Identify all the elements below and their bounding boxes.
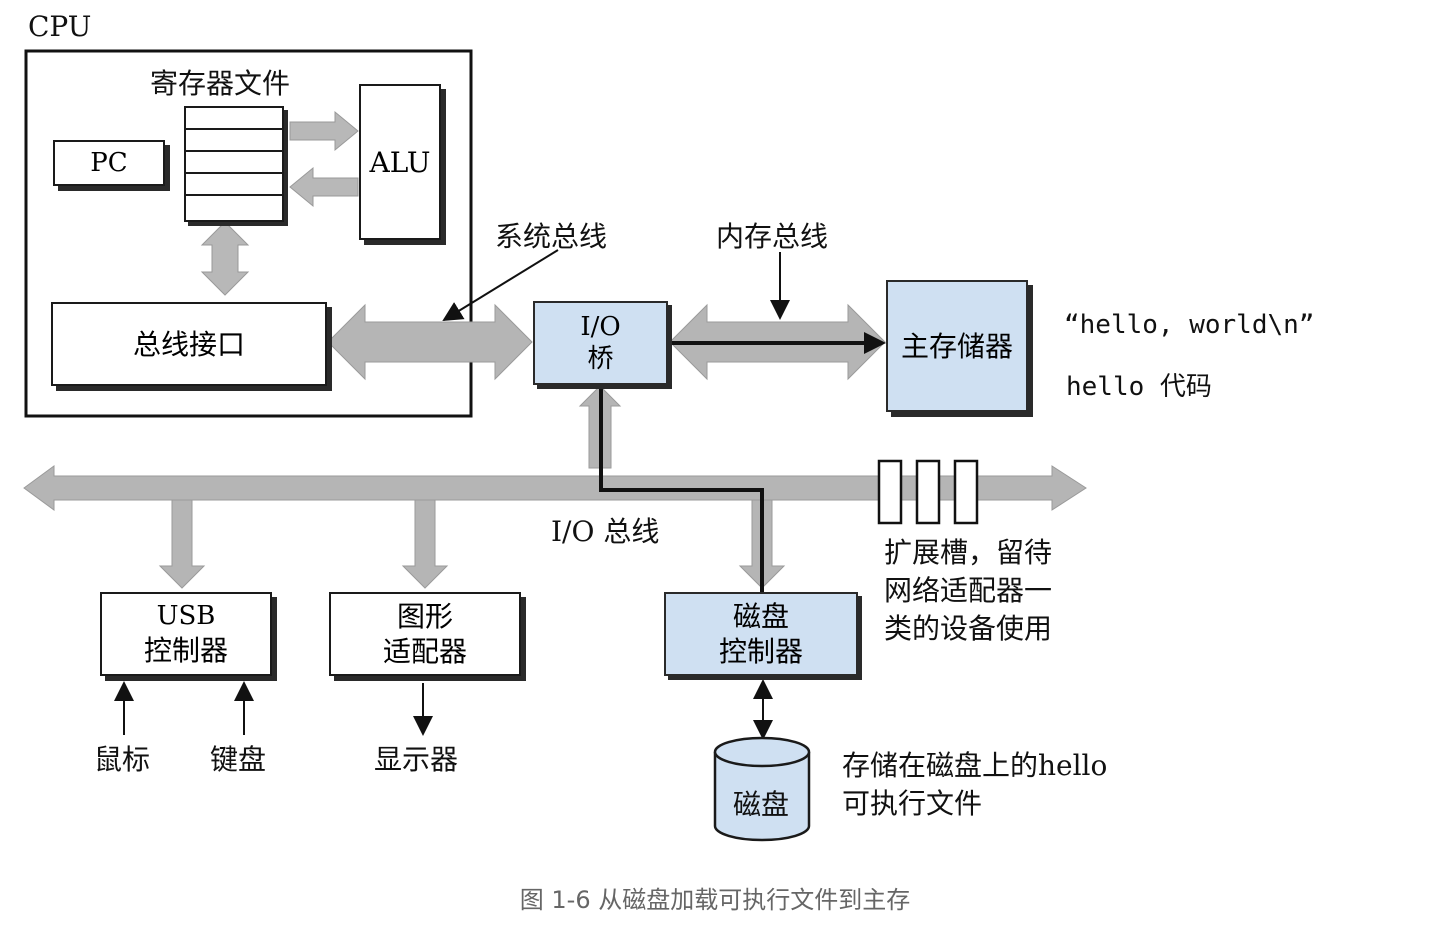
disk-label: 磁盘 xyxy=(733,788,790,821)
expansion-slot xyxy=(915,459,941,525)
memory-bus-label: 内存总线 xyxy=(716,220,829,253)
display-label: 显示器 xyxy=(374,743,459,776)
expansion-note-line: 扩展槽，留待 xyxy=(884,536,1053,569)
io-bus xyxy=(23,465,1087,511)
system-bus-label: 系统总线 xyxy=(495,220,608,253)
expansion-slot-note: 扩展槽，留待 网络适配器一 类的设备使用 xyxy=(884,534,1104,648)
regfile-bus-interface-arrow xyxy=(200,221,250,296)
main-memory-label: 主存储器 xyxy=(900,329,1013,363)
pc-register: PC xyxy=(53,140,165,186)
disk-note-line2: 可执行文件 xyxy=(842,787,983,820)
pc-label: PC xyxy=(90,147,128,178)
expansion-slot xyxy=(953,459,979,525)
register-file-label: 寄存器文件 xyxy=(150,67,291,100)
bus-interface-label: 总线接口 xyxy=(132,327,245,361)
io-bridge: I/O 桥 xyxy=(533,301,668,385)
cpu-outline xyxy=(24,49,473,418)
graphics-line2: 适配器 xyxy=(382,635,467,668)
io-bridge-line2: 桥 xyxy=(587,344,614,374)
alu-label: ALU xyxy=(369,145,431,179)
expansion-note-line: 类的设备使用 xyxy=(884,612,1053,645)
bus-interface: 总线接口 xyxy=(51,302,327,386)
system-bus xyxy=(327,303,533,381)
memory-content-code: hello 代码 xyxy=(1066,372,1212,402)
system-bus-pointer xyxy=(442,249,559,322)
load-path-arrowhead xyxy=(864,332,886,354)
load-path xyxy=(599,341,870,592)
figure-caption: 图 1-6 从磁盘加载可执行文件到主存 xyxy=(519,886,911,914)
io-bridge-line1: I/O xyxy=(580,311,621,342)
cpu-title: CPU xyxy=(28,10,92,43)
register-file xyxy=(184,106,284,222)
disk-controller-line1: 磁盘 xyxy=(732,600,789,633)
mouse-label: 鼠标 xyxy=(94,743,151,776)
alu-to-regfile-arrow xyxy=(289,166,359,208)
graphics-line1: 图形 xyxy=(396,600,453,633)
regfile-to-alu-arrow xyxy=(289,110,359,152)
keyboard-label: 键盘 xyxy=(210,743,267,776)
io-bus-label: I/O 总线 xyxy=(551,515,660,548)
usb-line2: 控制器 xyxy=(143,633,228,667)
expansion-slot xyxy=(877,459,903,525)
usb-controller: USB 控制器 xyxy=(100,592,272,676)
graphics-adapter: 图形 适配器 xyxy=(329,592,521,676)
disk-controller-line2: 控制器 xyxy=(718,635,803,668)
main-memory: 主存储器 xyxy=(886,280,1028,412)
disk-controller: 磁盘 控制器 xyxy=(664,592,858,676)
io-bus-to-usb-arrow xyxy=(158,499,206,589)
usb-line1: USB xyxy=(156,601,216,632)
disk-cylinder xyxy=(713,736,811,842)
alu: ALU xyxy=(359,84,441,240)
memory-content-string: “hello, world\n” xyxy=(1064,310,1315,340)
io-bus-to-graphics-arrow xyxy=(401,499,449,589)
disk-note-line1: 存储在磁盘上的hello xyxy=(842,749,1108,782)
expansion-note-line: 网络适配器一 xyxy=(884,574,1053,607)
